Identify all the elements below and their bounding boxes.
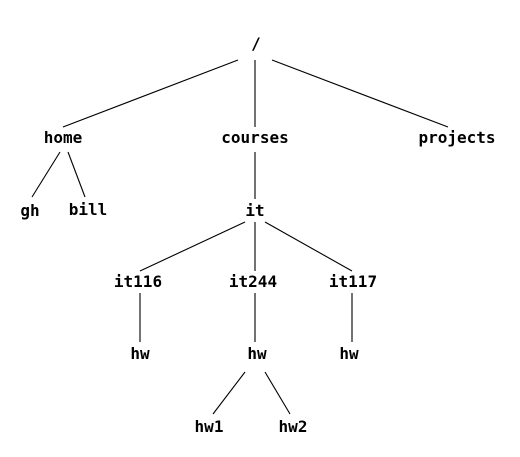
tree-nodes: / home courses projects gh bill it it116… <box>20 34 495 436</box>
tree-edges <box>31 59 449 415</box>
node-it244: it244 <box>229 272 277 291</box>
node-root: / <box>251 34 261 53</box>
edge-root-home <box>62 59 239 128</box>
edge-home-gh <box>31 151 61 198</box>
node-it117: it117 <box>329 272 377 291</box>
node-it117-hw: hw <box>339 344 359 363</box>
node-courses: courses <box>221 128 288 147</box>
edge-hw-hw2 <box>264 371 291 415</box>
node-it244-hw: hw <box>247 344 267 363</box>
node-it116: it116 <box>114 272 162 291</box>
node-projects: projects <box>418 128 495 147</box>
node-gh: gh <box>20 201 39 220</box>
edge-hw-hw1 <box>212 371 246 415</box>
node-it116-hw: hw <box>130 344 150 363</box>
node-hw2: hw2 <box>279 417 308 436</box>
edge-it-it117 <box>264 221 353 272</box>
node-hw1: hw1 <box>195 417 224 436</box>
edge-root-projects <box>271 59 449 128</box>
node-home: home <box>44 128 83 147</box>
edge-home-bill <box>67 151 86 198</box>
edge-it-it116 <box>139 221 246 272</box>
node-it: it <box>245 201 264 220</box>
node-bill: bill <box>69 200 108 219</box>
